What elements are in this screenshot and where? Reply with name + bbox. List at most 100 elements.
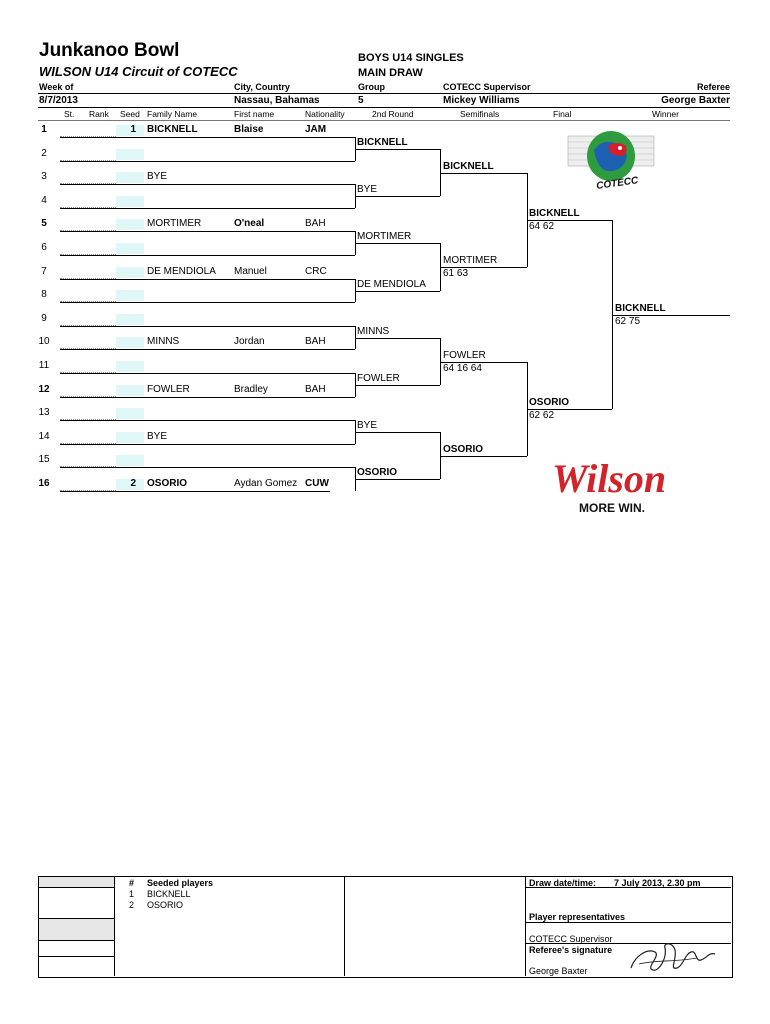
seed-cell (116, 455, 144, 466)
referee-signature (625, 938, 720, 976)
seed-cell (116, 267, 144, 278)
draw-date-label: Draw date/time: (529, 878, 597, 888)
seed-cell (116, 149, 144, 160)
wilson-logo-text: Wilson (552, 456, 666, 501)
seed-value: 1 (130, 124, 136, 135)
round2-name: BICKNELL (357, 137, 408, 148)
family-name: DE MENDIOLA (147, 266, 216, 277)
draw-position: 8 (41, 289, 47, 300)
city-label: City, Country (234, 82, 290, 92)
col-final: Final (553, 109, 572, 119)
first-name: Aydan Gomez (234, 478, 298, 489)
round2-name: BYE (357, 420, 378, 431)
week-value: 8/7/2013 (39, 95, 78, 106)
seed-number: 1 (129, 889, 135, 899)
final-score: 64 62 (529, 221, 555, 232)
draw-position: 6 (41, 242, 47, 253)
semifinal-score: 64 16 64 (443, 363, 482, 374)
round2-name: FOWLER (357, 373, 400, 384)
draw-position: 4 (41, 195, 47, 206)
group-label: Group (358, 82, 385, 92)
player-reps-label: Player representatives (529, 912, 626, 922)
seed-cell (116, 172, 144, 183)
seed-cell (116, 243, 144, 254)
seed-value: 2 (130, 478, 136, 489)
semifinal-score: 61 63 (443, 268, 469, 279)
col-semifinals: Semifinals (460, 109, 500, 119)
cotecc-supervisor-label: COTECC Supervisor (529, 934, 613, 944)
seed-cell (116, 196, 144, 207)
final-score: 62 62 (529, 410, 555, 421)
referee-name: George Baxter (529, 966, 588, 976)
final-name: OSORIO (529, 397, 570, 408)
round2-name: MINNS (357, 326, 390, 337)
round2-name: OSORIO (357, 467, 398, 478)
seed-number: 2 (129, 900, 135, 910)
seed-name: OSORIO (147, 900, 184, 910)
first-name: Jordan (234, 336, 265, 347)
first-name: Bradley (234, 384, 268, 395)
cotecc-logo: COTECC (566, 128, 656, 192)
draw-position: 7 (41, 266, 47, 277)
semifinal-name: FOWLER (443, 350, 486, 361)
footer-table (38, 876, 733, 978)
draw-position: 11 (38, 360, 50, 371)
seed-cell (116, 219, 144, 230)
draw-position: 5 (41, 218, 47, 229)
seed-cell (116, 290, 144, 301)
semifinal-name: MORTIMER (443, 255, 498, 266)
event-name: BOYS U14 SINGLES (358, 52, 464, 64)
draw-position: 12 (38, 384, 50, 395)
seed-cell (116, 479, 144, 490)
wilson-tagline: MORE WIN. (579, 501, 645, 515)
seed-cell (116, 337, 144, 348)
col-seed: Seed (120, 109, 140, 119)
referee-label: Referee (696, 82, 730, 92)
seed-cell (116, 314, 144, 325)
week-label: Week of (39, 82, 74, 92)
semifinal-name: BICKNELL (443, 161, 494, 172)
family-name: OSORIO (147, 478, 188, 489)
col-rank: Rank (89, 109, 109, 119)
winner-name: BICKNELL (615, 303, 666, 314)
round2-name: BYE (357, 184, 378, 195)
nationality: BAH (305, 384, 326, 395)
seed-cell (116, 361, 144, 372)
draw-position: 15 (38, 454, 50, 465)
draw-position: 16 (38, 478, 50, 489)
final-name: BICKNELL (529, 208, 580, 219)
round2-name: MORTIMER (357, 231, 412, 242)
referee-value: George Baxter (661, 95, 730, 106)
wilson-logo: Wilson MORE WIN. (552, 452, 692, 522)
family-name: FOWLER (147, 384, 190, 395)
tournament-title: Junkanoo Bowl (39, 40, 180, 61)
seed-cell (116, 125, 144, 136)
circuit-subtitle: WILSON U14 Circuit of COTECC (39, 64, 238, 79)
draw-position: 2 (41, 148, 47, 159)
draw-position: 1 (41, 124, 47, 135)
round2-name: DE MENDIOLA (357, 279, 426, 290)
supervisor-label: COTECC Supervisor (443, 82, 531, 92)
city-value: Nassau, Bahamas (234, 95, 320, 106)
seed-cell (116, 408, 144, 419)
col-winner: Winner (652, 109, 679, 119)
nationality: CUW (305, 478, 329, 489)
seed-cell (116, 385, 144, 396)
draw-name: MAIN DRAW (358, 67, 423, 79)
draw-date-value: 7 July 2013, 2.30 pm (614, 878, 701, 888)
referee-signature-label: Referee's signature (529, 945, 613, 955)
first-name: Blaise (234, 124, 264, 135)
group-value: 5 (358, 95, 364, 106)
semifinal-name: OSORIO (443, 444, 484, 455)
seeded-label: Seeded players (147, 878, 214, 888)
col-first: First name (234, 109, 275, 119)
col-st: St. (64, 109, 75, 119)
seed-name: BICKNELL (147, 889, 191, 899)
family-name: BICKNELL (147, 124, 198, 135)
family-name: BYE (147, 171, 168, 182)
col-nationality: Nationality (305, 109, 345, 119)
draw-position: 13 (38, 407, 50, 418)
family-name: MINNS (147, 336, 180, 347)
nationality: JAM (305, 124, 327, 135)
draw-position: 14 (38, 431, 50, 442)
